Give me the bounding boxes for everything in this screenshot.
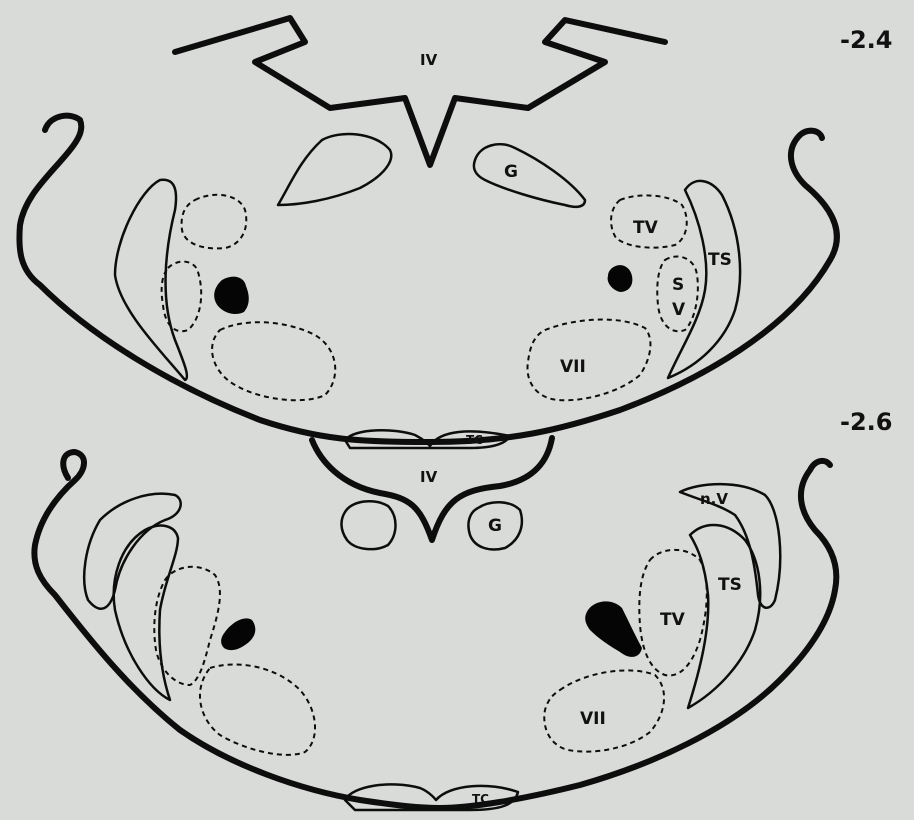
upper-label-sv-v: V xyxy=(672,300,686,320)
upper-label-ts: TS xyxy=(708,250,732,270)
upper-label-sv-s: S xyxy=(672,275,684,295)
upper-label-vii: VII xyxy=(560,357,586,377)
lower-label-ts: TS xyxy=(718,575,742,595)
section-upper: IV G TV TS S V VII TC -2.4 xyxy=(19,18,892,448)
lower-level-label: -2.6 xyxy=(840,408,892,436)
upper-genu-right xyxy=(474,144,585,207)
lower-label-tc: TC xyxy=(472,792,489,806)
lower-label-g: G xyxy=(488,516,502,536)
upper-nucleus-left-top xyxy=(182,195,247,249)
lower-ts-right xyxy=(688,525,760,708)
lower-ts-left-outer xyxy=(84,494,180,609)
upper-label-tv: TV xyxy=(633,218,659,238)
upper-lesion-left xyxy=(214,277,249,314)
upper-section-outline xyxy=(19,18,837,442)
lower-lesion-left xyxy=(221,618,255,650)
upper-nucleus-left-mid xyxy=(162,262,202,332)
section-lower: IV G n.V TS TV VII TC -2.6 xyxy=(34,408,892,810)
lower-label-nv: n.V xyxy=(700,490,728,508)
lower-vii-left xyxy=(200,664,315,754)
lower-label-vii: VII xyxy=(580,709,606,729)
lower-label-tv: TV xyxy=(660,610,686,630)
lower-genu-left xyxy=(341,501,395,549)
upper-label-g: G xyxy=(504,162,518,182)
upper-genu-left xyxy=(278,134,391,205)
lower-label-iv: IV xyxy=(420,468,438,486)
upper-lesion-right xyxy=(608,265,633,292)
upper-vii-right xyxy=(527,320,650,401)
upper-label-tc: TC xyxy=(466,433,483,447)
upper-level-label: -2.4 xyxy=(840,26,892,54)
upper-vii-left xyxy=(212,322,335,400)
upper-label-iv: IV xyxy=(420,51,438,69)
lower-lesion-right xyxy=(585,601,642,657)
